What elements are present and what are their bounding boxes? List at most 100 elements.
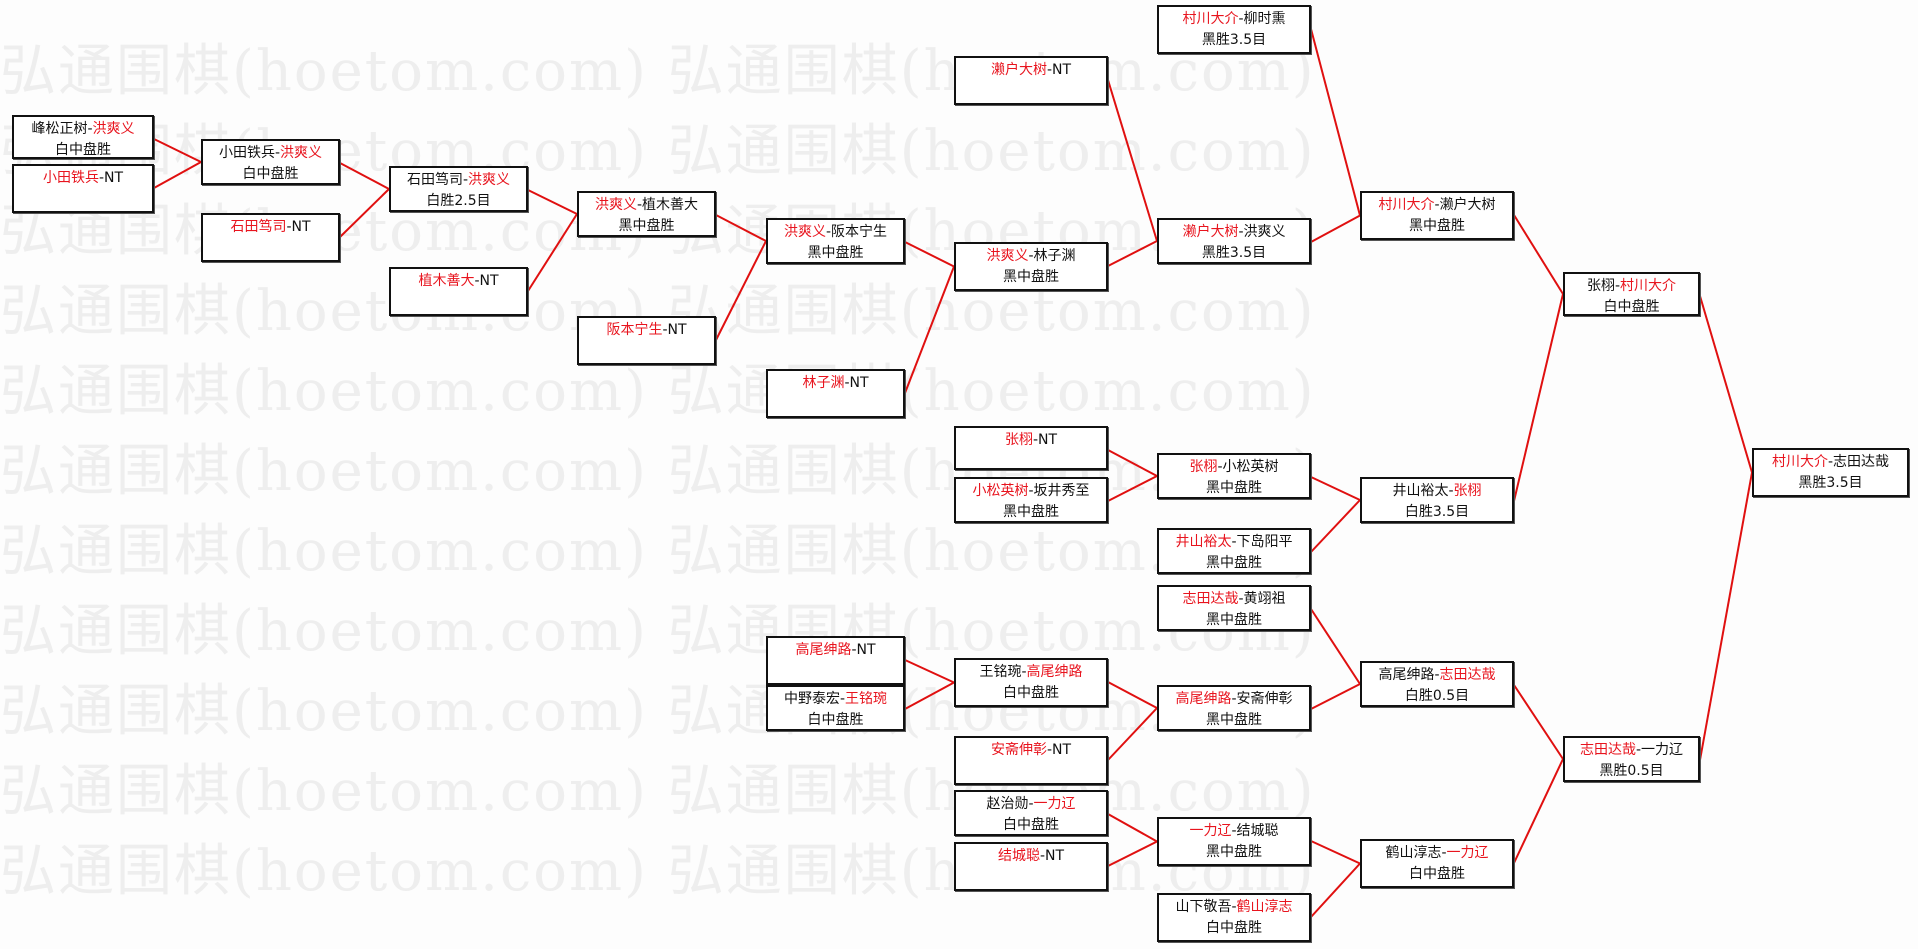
separator: -	[1032, 432, 1039, 448]
match-box: 王铭琬-高尾绅路白中盘胜	[954, 658, 1108, 707]
player-2: 高尾绅路	[1026, 664, 1083, 680]
player-1: 石田笃司	[406, 172, 463, 188]
bracket-connector	[1107, 449, 1158, 477]
match-result: 黑胜3.5目	[1201, 245, 1267, 261]
bracket-connector	[1513, 293, 1564, 502]
separator: -	[474, 273, 480, 289]
player-1: 濑户大树	[1182, 224, 1239, 240]
player-2: 黄翊祖	[1243, 591, 1286, 607]
match-box: 高尾绅路-志田达哉白胜0.5目	[1360, 661, 1514, 707]
player-1: 村川大介	[1771, 454, 1828, 470]
match-players: 鹤山淳志-一力辽	[1362, 843, 1512, 864]
bracket-connector	[1107, 813, 1158, 843]
player-1: 高尾绅路	[795, 642, 852, 658]
player-2: 洪爽义	[468, 172, 511, 188]
match-result: 黑中盘胜	[1409, 218, 1465, 234]
separator: -	[98, 170, 105, 186]
match-players: 志田达哉-一力辽	[1565, 740, 1698, 761]
bracket-connector	[904, 241, 955, 268]
match-result: 黑中盘胜	[1206, 555, 1262, 571]
player-2: 植木善大	[642, 197, 699, 213]
match-box: 张栩-小松英树黑中盘胜	[1157, 453, 1311, 499]
player-1: 村川大介	[1182, 11, 1239, 27]
bracket-connector	[1107, 707, 1158, 761]
match-players: 洪爽义-植木善大	[579, 195, 714, 216]
match-box: 洪爽义-林子渊黑中盘胜	[954, 242, 1108, 291]
match-box: 一力辽-结城聪黑中盘胜	[1157, 817, 1311, 866]
player-1: 志田达哉	[1579, 742, 1636, 758]
bracket-connector	[1310, 862, 1361, 918]
match-players: 张栩-村川大介	[1565, 276, 1698, 297]
separator: -	[1231, 899, 1237, 915]
player-2: 一力辽	[1446, 845, 1489, 861]
player-1: 小田铁兵	[218, 145, 275, 161]
bracket-connector	[339, 188, 390, 238]
match-players: 结城聪-NT	[956, 846, 1106, 867]
player-2: NT	[849, 375, 869, 391]
match-result: 黑中盘胜	[807, 245, 864, 261]
player-2: 鹤山淳志	[1236, 899, 1293, 915]
match-box: 安斋伸彰-NT	[954, 736, 1108, 785]
match-players: 阪本宁生-NT	[579, 320, 714, 341]
match-players: 井山裕太-下岛阳平	[1159, 532, 1309, 553]
match-box: 山下敬吾-鹤山淳志白中盘胜	[1157, 893, 1311, 942]
watermark-text: 弘通围棋(hoetom.com) 弘通围棋(hoetom.com)	[0, 599, 1316, 664]
watermark-text: 弘通围棋(hoetom.com) 弘通围棋(hoetom.com)	[0, 359, 1316, 424]
match-box: 赵治勋-一力辽白中盘胜	[954, 790, 1108, 836]
match-box: 植木善大-NT	[389, 267, 528, 316]
separator: -	[1441, 845, 1447, 861]
match-result: 黑中盘胜	[1003, 504, 1059, 520]
bracket-connector	[153, 138, 202, 163]
match-players: 濑户大树-NT	[956, 60, 1106, 81]
separator: -	[1448, 483, 1454, 499]
bracket-connector	[527, 213, 578, 292]
match-box: 志田达哉-黄翊祖黑中盘胜	[1157, 585, 1311, 631]
bracket-connector	[1310, 28, 1361, 216]
match-players: 张栩-小松英树	[1159, 457, 1309, 478]
bracket-connector	[715, 214, 767, 242]
player-2: NT	[667, 322, 687, 338]
match-box: 濑户大树-洪爽义黑胜3.5目	[1157, 218, 1311, 264]
bracket-connector	[1107, 840, 1158, 867]
separator: -	[1028, 796, 1034, 812]
match-result: 黑胜0.5目	[1599, 763, 1664, 779]
bracket-connector	[1699, 472, 1753, 761]
bracket-connector	[1513, 758, 1564, 864]
match-box: 峰松正树-洪爽义白中盘胜	[12, 115, 154, 159]
match-players: 张栩-NT	[956, 430, 1106, 451]
separator: -	[1231, 534, 1237, 550]
match-box: 石田笃司-NT	[201, 213, 340, 262]
bracket-connector	[1310, 608, 1361, 685]
bracket-connector	[527, 189, 578, 215]
bracket-connector	[1699, 295, 1753, 473]
match-box: 结城聪-NT	[954, 842, 1108, 891]
match-players: 一力辽-结城聪	[1159, 821, 1309, 842]
bracket-connector	[153, 161, 202, 189]
match-result: 白胜0.5目	[1404, 688, 1470, 704]
match-box: 张栩-NT	[954, 426, 1108, 470]
separator: -	[1238, 11, 1244, 27]
player-2: NT	[479, 273, 499, 289]
separator: -	[662, 322, 668, 338]
bracket-connector	[1107, 475, 1158, 502]
match-box: 濑户大树-NT	[954, 56, 1108, 105]
match-players: 井山裕太-张栩	[1362, 481, 1512, 502]
player-1: 张栩	[1586, 278, 1615, 294]
player-1: 张栩	[1189, 459, 1218, 475]
match-players: 高尾绅路-NT	[768, 640, 903, 661]
match-box: 中野泰宏-王铭琬白中盘胜	[766, 685, 905, 731]
separator: -	[1231, 691, 1237, 707]
match-result: 黑中盘胜	[1206, 480, 1262, 496]
player-1: 小松英树	[972, 483, 1029, 499]
player-1: 植木善大	[418, 273, 475, 289]
bracket-connector	[1107, 79, 1158, 242]
separator: -	[1827, 454, 1834, 470]
match-players: 安斋伸彰-NT	[956, 740, 1106, 761]
match-players: 濑户大树-洪爽义	[1159, 222, 1309, 243]
player-2: 柳时熏	[1243, 11, 1286, 27]
player-2: 洪爽义	[1243, 224, 1286, 240]
player-1: 赵治勋	[986, 796, 1029, 812]
match-box: 鹤山淳志-一力辽白中盘胜	[1360, 839, 1514, 888]
bracket-connector	[1513, 684, 1564, 760]
